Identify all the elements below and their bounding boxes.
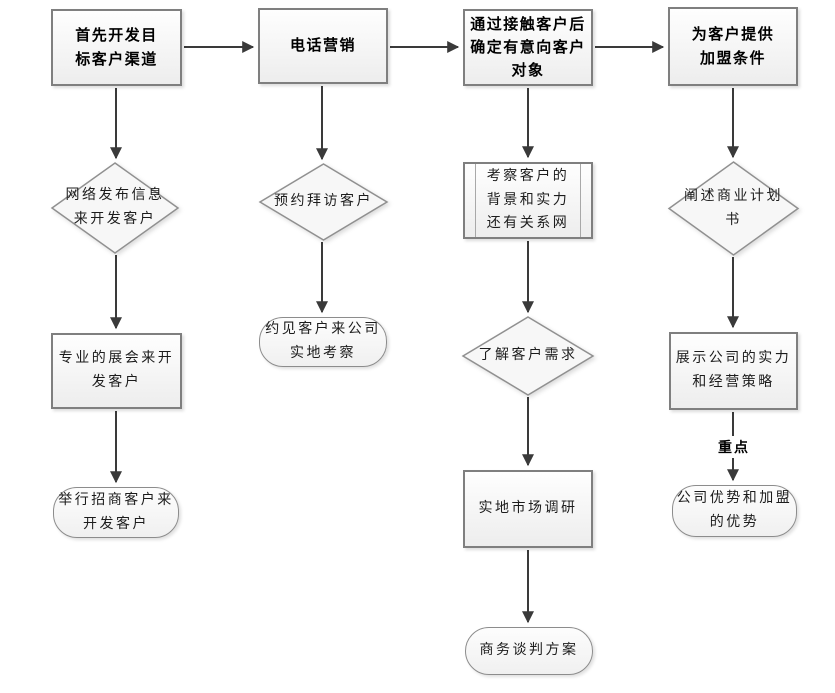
node-label: 考察客户的 背景和实力 还有关系网 [486,167,570,232]
diamond-shape [669,162,798,255]
node-identify-intent: 通过接触客户后 确定有意向客户 对象 [463,9,593,86]
node-professional-exhibition: 专业的展会来开 发客户 [51,333,182,409]
node-label: 为客户提供 加盟条件 [691,25,775,67]
node-label: 通过接触客户后 确定有意向客户 对象 [470,14,586,80]
diamond-shape [52,163,178,253]
node-label: 实地市场调研 [478,500,578,517]
node-label: 首先开发目 标客户渠道 [75,26,158,68]
node-onsite-inspection: 约见客户来公司 实地考察 [259,317,387,367]
node-business-plan: 阐述商业计划 书 [669,162,798,255]
node-field-research: 实地市场调研 [463,470,593,548]
diamond-shape [260,164,387,240]
node-telemarketing: 电话营销 [258,8,388,84]
node-label: 了解客户需求 [478,347,578,364]
node-appointment-visit: 预约拜访客户 [260,164,387,240]
diamond-shape [463,317,593,395]
node-label: 网络发布信息 来开发客户 [65,187,165,227]
node-label: 预约拜访客户 [274,193,373,210]
node-label: 商务谈判方案 [479,642,579,659]
node-label: 展示公司的实力 和经营策略 [675,350,792,390]
edge-label-emphasis: 重点 [709,436,759,458]
node-show-strength: 展示公司的实力 和经营策略 [669,332,798,410]
node-investment-event: 举行招商客户来 开发客户 [53,487,179,538]
node-label: 阐述商业计划 书 [684,187,783,228]
node-develop-channels: 首先开发目 标客户渠道 [51,9,182,86]
node-label: 专业的展会来开 发客户 [58,350,175,390]
node-label: 电话营销 [289,36,356,55]
node-network-publish: 网络发布信息 来开发客户 [52,163,178,253]
node-label: 约见客户来公司 实地考察 [265,321,381,361]
node-advantages: 公司优势和加盟 的优势 [672,485,797,537]
node-label: 公司优势和加盟 的优势 [676,490,793,530]
node-negotiation-plan: 商务谈判方案 [465,627,593,675]
node-franchise-terms: 为客户提供 加盟条件 [668,7,798,86]
node-understand-needs: 了解客户需求 [463,317,593,395]
node-label: 举行招商客户来 开发客户 [58,491,174,532]
node-inspect-background: 考察客户的 背景和实力 还有关系网 [463,162,593,239]
